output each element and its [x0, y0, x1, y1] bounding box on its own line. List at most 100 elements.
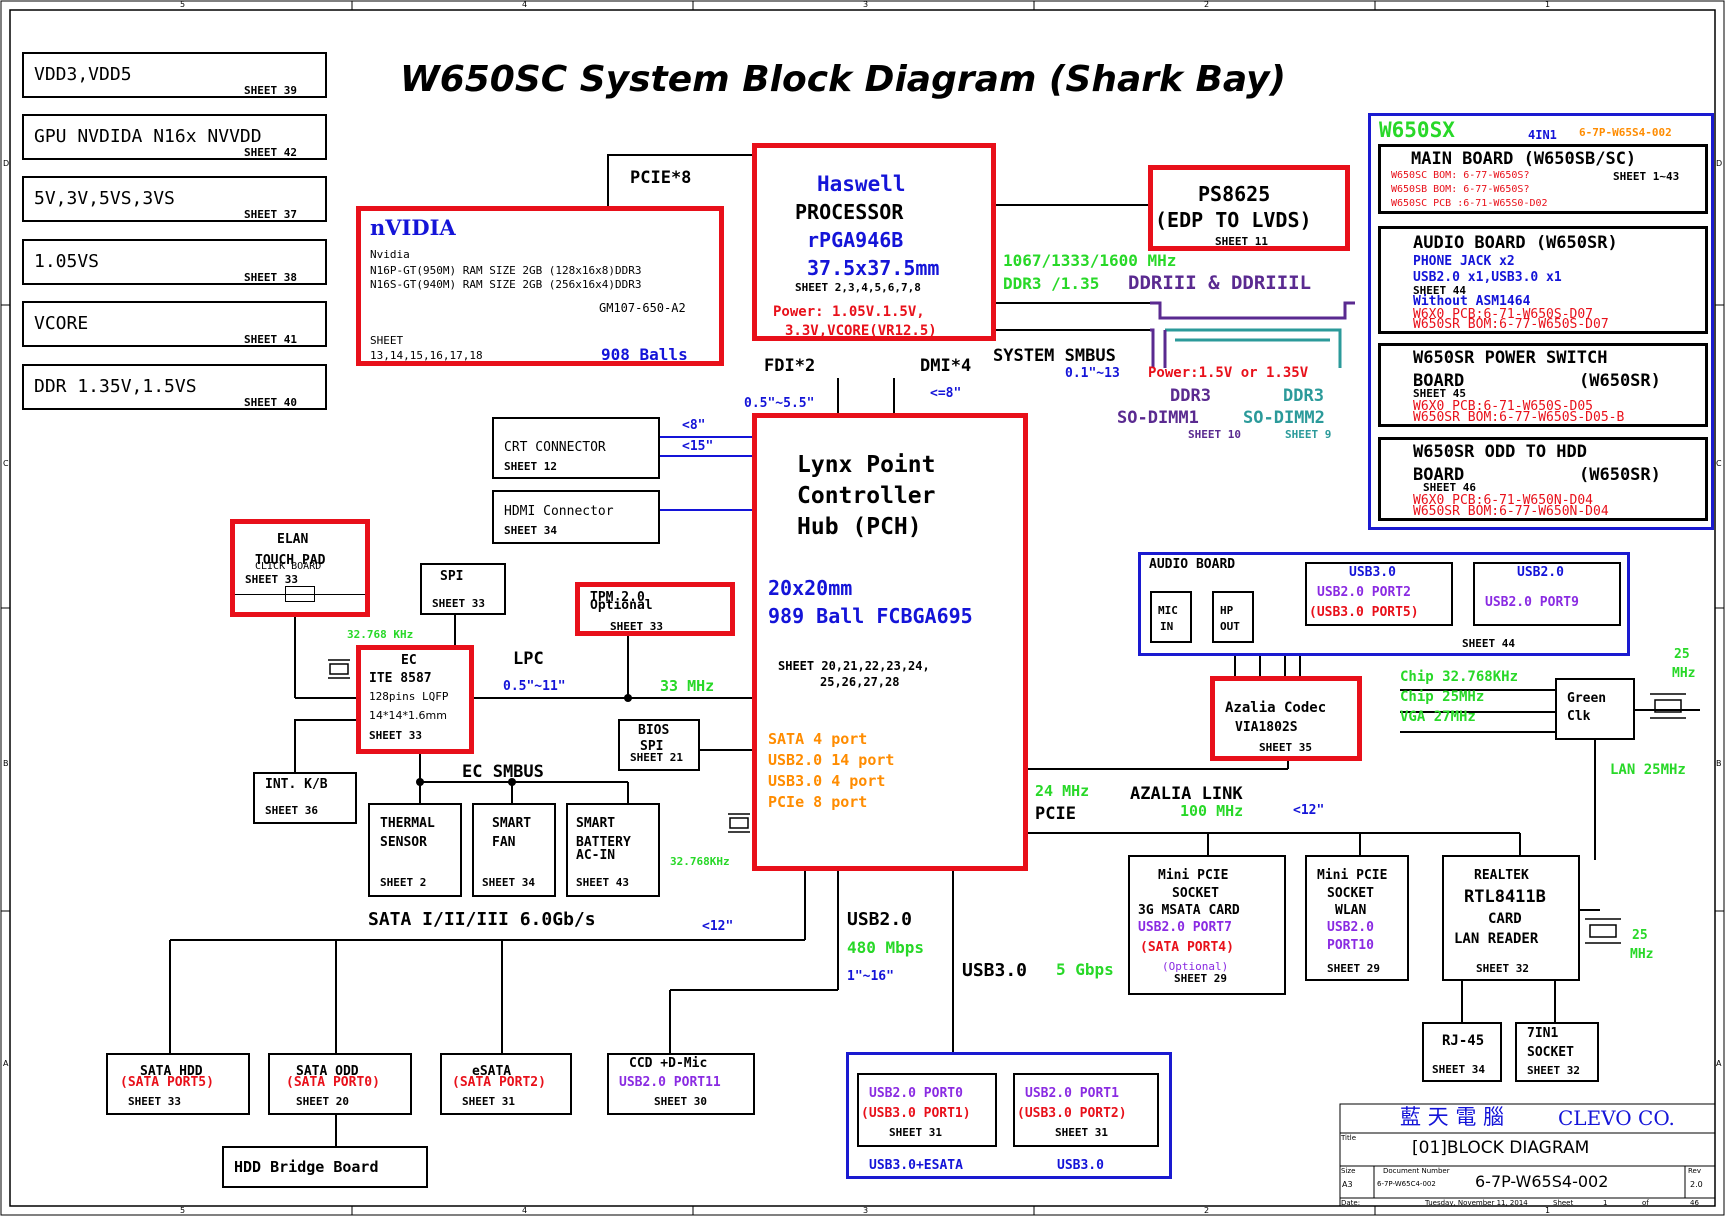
ps8625-desc: (EDP TO LVDS) — [1155, 208, 1312, 232]
clock-label: Clk — [1567, 709, 1591, 724]
rev-value: 2.0 — [1690, 1180, 1703, 1189]
dimm2-type: DDR3 — [1283, 386, 1324, 406]
border-col-label: 3 — [863, 1206, 869, 1215]
mpcie-usb: USB2.0 PORT7 — [1138, 920, 1232, 935]
usb-port-label: (USB3.0 PORT2) — [1017, 1106, 1127, 1121]
ec-chip: ITE 8587 — [369, 671, 432, 686]
border-row-label: D — [3, 159, 10, 168]
7in1-socket: SOCKET — [1527, 1045, 1574, 1060]
audio-usb3-line: (USB3.0 PORT5) — [1309, 605, 1419, 620]
thermal-label: THERMAL — [380, 816, 435, 831]
pcie-length: <12" — [1293, 803, 1325, 818]
main-board-title: MAIN BOARD (W650SB/SC) — [1411, 149, 1637, 169]
realtek-chip: RTL8411B — [1464, 887, 1546, 907]
sheet-ref: SHEET 35 — [1259, 741, 1312, 754]
dmi-label: DMI*4 — [920, 356, 972, 376]
power-switch-title: W650SR POWER SWITCH — [1413, 348, 1608, 368]
spi-block: SPI SHEET 33 — [420, 563, 506, 615]
sheet-ref: SHEET 30 — [654, 1095, 707, 1108]
docnum-label: Document Number — [1383, 1167, 1450, 1175]
company-chinese: 藍 天 電 腦 — [1400, 1105, 1505, 1129]
pch-name: Lynx Point — [797, 452, 936, 478]
border-row-label: C — [1716, 459, 1722, 468]
pch-feature: SATA 4 port — [768, 730, 868, 748]
ec-controller: EC ITE 8587 128pins LQFP 14*14*1.6mm SHE… — [356, 645, 474, 754]
border-col-label: 5 — [180, 1206, 186, 1215]
battery-label: SMART — [576, 816, 616, 831]
sata-bus-label: SATA I/II/III 6.0Gb/s — [368, 909, 596, 930]
power-box: 1.05VS SHEET 38 — [22, 239, 327, 285]
audio-usb2-title: USB2.0 — [1517, 565, 1564, 580]
sheet-ref: SHEET 32 — [1527, 1064, 1580, 1077]
power-box: DDR 1.35V,1.5VS SHEET 40 — [22, 364, 327, 410]
usb-port-label: USB2.0 PORT1 — [1025, 1086, 1119, 1101]
mem-power: Power:1.5V or 1.35V — [1148, 365, 1309, 381]
audio-usb2-port: USB2.0 USB2.0 PORT9 — [1473, 562, 1621, 626]
border-col-label: 2 — [1204, 0, 1210, 9]
power-box: 5V,3V,5VS,3VS SHEET 37 — [22, 176, 327, 222]
crt-connector: CRT CONNECTOR SHEET 12 — [492, 417, 660, 479]
sheet-ref: 13,14,15,16,17,18 — [370, 349, 483, 362]
sheet-ref: SHEET 33 — [610, 620, 663, 633]
mic-in-jack: MIC IN — [1150, 591, 1192, 643]
nvidia-line: Nvidia — [370, 248, 410, 261]
ps8625-name: PS8625 — [1198, 182, 1271, 206]
sheet-ref: SHEET 44 — [1413, 284, 1466, 297]
sheet-ref: SHEET 38 — [244, 271, 297, 284]
keyboard-label: INT. K/B — [265, 777, 328, 792]
pch-name: Hub (PCH) — [797, 514, 922, 540]
ccd-port: USB2.0 PORT11 — [619, 1075, 721, 1090]
fan-label: SMART — [492, 816, 532, 831]
cpu-socket: rPGA946B — [807, 228, 904, 252]
nvidia-gpu-block: nVIDIA Nvidia N16P-GT(950M) RAM SIZE 2GB… — [356, 206, 724, 366]
pch-size: 20x20mm — [768, 576, 853, 600]
pch-package: 989 Ball FCBGA695 — [768, 604, 973, 628]
size-value: A3 — [1342, 1180, 1353, 1189]
audio-board-pcb: W6X0 PCB:6-71-W650S-D07 — [1413, 307, 1594, 322]
nvidia-line: N16S-GT(940M) RAM SIZE 2GB (256x16x4)DDR… — [370, 278, 642, 291]
pch-feature: PCIe 8 port — [768, 793, 868, 811]
title-label: Title — [1341, 1134, 1357, 1142]
usb3-label: USB3.0 — [962, 960, 1028, 981]
border-col-label: 1 — [1545, 0, 1551, 9]
sheet-ref: SHEET 46 — [1423, 481, 1476, 494]
sheet-ref: SHEET 45 — [1413, 387, 1466, 400]
usb-port-label: USB2.0 PORT0 — [869, 1086, 963, 1101]
mpcie-card: 3G MSATA CARD — [1138, 903, 1240, 918]
odd-port: (SATA PORT0) — [286, 1075, 380, 1090]
lan-clock: LAN 25MHz — [1610, 762, 1686, 778]
usb-port-label: (USB3.0 PORT1) — [861, 1106, 971, 1121]
sheet-ref: SHEET 31 — [1055, 1126, 1108, 1139]
crt-length: <8" — [682, 418, 706, 433]
bios-label: BIOS — [638, 723, 670, 738]
hdd-bridge-board: HDD Bridge Board — [222, 1146, 428, 1188]
bios-spi-label: SPI — [640, 739, 664, 754]
hdd-bridge-label: HDD Bridge Board — [234, 1158, 379, 1176]
pch-name: Controller — [797, 483, 936, 509]
sheet-ref: SHEET 33 — [369, 729, 422, 742]
mpcie-sata: (SATA PORT4) — [1140, 940, 1234, 955]
ec-title: EC — [401, 653, 417, 668]
cpu-name: Haswell — [817, 172, 906, 196]
sheet-ref: SHEET 2 — [380, 876, 427, 889]
sheet-of: of — [1642, 1199, 1649, 1207]
esata-label: eSATA — [472, 1064, 512, 1079]
power-switch-model: (W650SR) — [1579, 371, 1661, 391]
main-board-box: MAIN BOARD (W650SB/SC) SHEET 1~43 W650SC… — [1378, 144, 1708, 214]
border-col-label: 4 — [522, 1206, 528, 1215]
model-4in1: 4IN1 — [1528, 128, 1557, 142]
realtek-crystal-unit: MHz — [1630, 947, 1654, 962]
elan-touchpad-label: TOUCH PAD — [255, 553, 326, 568]
power-label: DDR 1.35V,1.5VS — [34, 376, 197, 397]
power-box: GPU NVDIDA N16x NVVDD SHEET 42 — [22, 114, 327, 160]
7in1-label: 7IN1 — [1527, 1026, 1559, 1041]
clock-crystal-freq: 25 — [1674, 647, 1690, 662]
hdd-port: (SATA PORT5) — [120, 1075, 214, 1090]
sheet-ref: SHEET 11 — [1215, 235, 1268, 248]
clock-output: Chip 32.768KHz — [1400, 669, 1519, 685]
usb-group-caption: USB3.0 — [1057, 1158, 1104, 1173]
mic-label: MIC — [1158, 604, 1178, 617]
audio-usb2-line: USB2.0 PORT9 — [1485, 595, 1579, 610]
battery-label: BATTERY — [576, 835, 631, 850]
